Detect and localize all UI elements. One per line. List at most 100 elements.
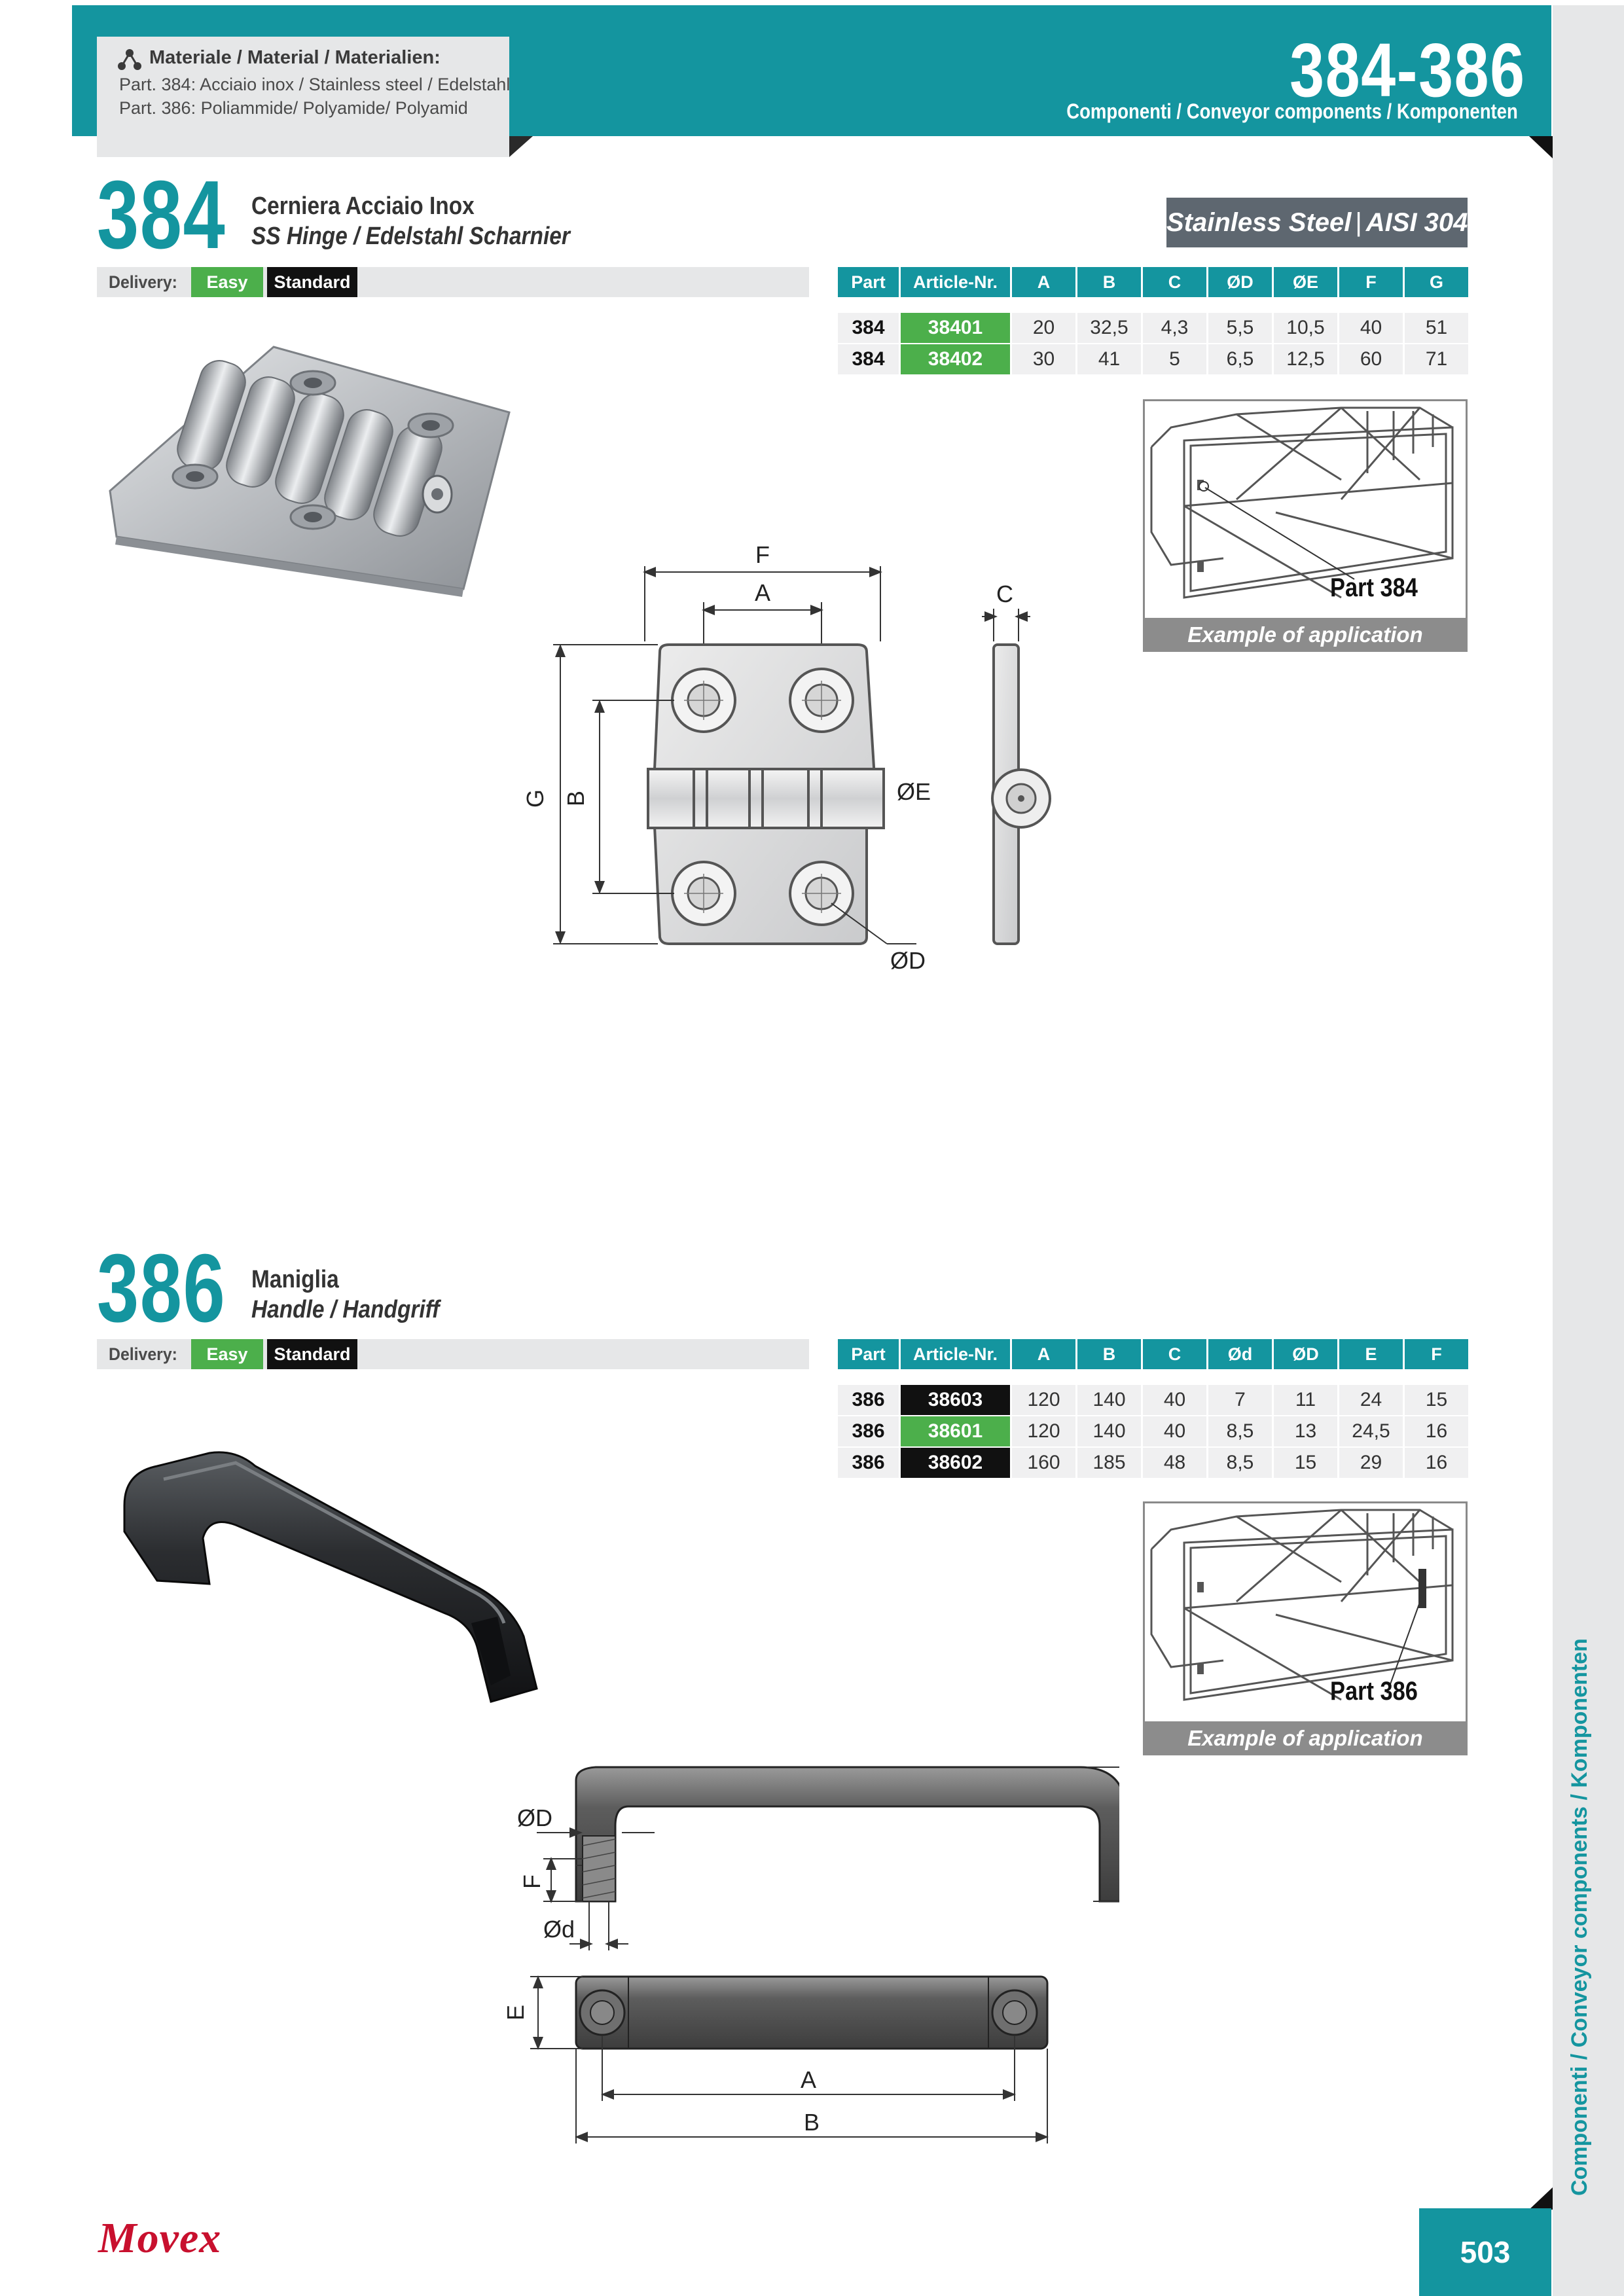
dim-b-label: B <box>562 791 589 806</box>
dim-bigd-label-386: ØD <box>517 1804 552 1831</box>
cell: 13 <box>1274 1416 1339 1446</box>
cell: 11 <box>1274 1385 1339 1415</box>
material-icon <box>118 49 141 70</box>
cell: 4,3 <box>1143 313 1208 343</box>
material-line-384: Part. 384: Acciaio inox / Stainless stee… <box>119 75 511 94</box>
cell: 185 <box>1077 1448 1143 1478</box>
delivery-standard-384: Standard <box>267 267 357 297</box>
col-d-small: Ød <box>1208 1339 1274 1369</box>
cell: 140 <box>1077 1385 1143 1415</box>
part-386-title-en: Handle / Handgriff <box>251 1296 440 1323</box>
header-corner <box>1529 136 1553 158</box>
cell: 32,5 <box>1077 313 1143 343</box>
cell-part: 384 <box>838 344 901 374</box>
cell: 71 <box>1405 344 1470 374</box>
cell: 160 <box>1012 1448 1077 1478</box>
example-part-384: Part 384 <box>1330 573 1418 602</box>
example-box-384 <box>1143 399 1468 652</box>
col-a: A <box>1012 267 1077 297</box>
dim-smalld-label-386: Ød <box>543 1916 575 1943</box>
col-article: Article-Nr. <box>901 267 1012 297</box>
side-strip <box>1553 5 1624 2296</box>
cell: 15 <box>1405 1385 1470 1415</box>
material-box-corner <box>509 136 533 157</box>
delivery-easy-386: Easy <box>191 1339 263 1369</box>
frame-illustration-386 <box>1150 1509 1454 1701</box>
table-386-header: Part Article-Nr. A B C Ød ØD E F <box>838 1339 1470 1369</box>
dim-a-label: A <box>755 579 770 606</box>
cell: 8,5 <box>1208 1416 1274 1446</box>
dim-d-label: ØD <box>890 947 926 974</box>
cell: 5,5 <box>1208 313 1274 343</box>
handle-photo <box>123 1451 538 1703</box>
cell: 40 <box>1143 1385 1208 1415</box>
table-row: 386 38603 120 140 40 7 11 24 15 <box>838 1385 1470 1416</box>
col-c: C <box>1143 1339 1208 1369</box>
delivery-standard-386: Standard <box>267 1339 357 1369</box>
part-384-number: 384 <box>97 161 226 269</box>
table-row: 386 38602 160 185 48 8,5 15 29 16 <box>838 1448 1470 1479</box>
delivery-label-386: Delivery: <box>109 1344 177 1364</box>
col-a: A <box>1012 1339 1077 1369</box>
material-badge-right: AISI 304 <box>1365 208 1468 237</box>
col-g: G <box>1405 267 1470 297</box>
col-article: Article-Nr. <box>901 1339 1012 1369</box>
cell: 6,5 <box>1208 344 1274 374</box>
material-badge-left: Stainless Steel <box>1166 208 1352 237</box>
cell: 140 <box>1077 1416 1143 1446</box>
dim-a-label-386: A <box>801 2066 816 2093</box>
category-subtitle: Componenti / Conveyor components / Kompo… <box>1066 99 1518 123</box>
frame-illustration-384 <box>1150 406 1454 599</box>
material-title: Materiale / Material / Materialien: <box>149 47 441 68</box>
material-badge: Stainless Steel|AISI 304 <box>1166 198 1468 247</box>
cell: 20 <box>1012 313 1077 343</box>
col-b: B <box>1077 1339 1143 1369</box>
cell: 60 <box>1339 344 1405 374</box>
cell: 24 <box>1339 1385 1405 1415</box>
range-title: 384-386 <box>1290 27 1526 113</box>
cell-article: 38402 <box>901 344 1012 374</box>
table-384-header: Part Article-Nr. A B C ØD ØE F G <box>838 267 1470 297</box>
table-384-body: 384 38401 20 32,5 4,3 5,5 10,5 40 51 384… <box>838 313 1470 376</box>
example-caption-384: Example of application <box>1143 618 1468 652</box>
cell-part: 384 <box>838 313 901 343</box>
col-e: E <box>1339 1339 1405 1369</box>
dim-c-label: C <box>996 581 1013 607</box>
part-386-title-it: Maniglia <box>251 1266 339 1293</box>
col-f: F <box>1405 1339 1470 1369</box>
delivery-label-384: Delivery: <box>109 272 177 292</box>
table-row: 384 38401 20 32,5 4,3 5,5 10,5 40 51 <box>838 313 1470 344</box>
cell: 15 <box>1274 1448 1339 1478</box>
handle-technical-drawing: C ØD F Ød E A B <box>504 1766 1119 2144</box>
sidebar-vertical-text: Componenti / Conveyor components / Kompo… <box>1567 1638 1592 2196</box>
part-384-title-en: SS Hinge / Edelstahl Scharnier <box>251 223 570 250</box>
dim-g-label: G <box>524 789 549 808</box>
col-d: ØD <box>1208 267 1274 297</box>
cell-article: 38602 <box>901 1448 1012 1478</box>
cell: 120 <box>1012 1416 1077 1446</box>
cell: 40 <box>1143 1416 1208 1446</box>
material-line-386: Part. 386: Poliammide/ Polyamide/ Polyam… <box>119 98 468 118</box>
cell: 120 <box>1012 1385 1077 1415</box>
movex-logo: Movex <box>98 2214 222 2262</box>
cell: 41 <box>1077 344 1143 374</box>
col-f: F <box>1339 267 1405 297</box>
part-384-title-it: Cerniera Acciaio Inox <box>251 192 475 220</box>
cell: 30 <box>1012 344 1077 374</box>
dim-e-label-386: E <box>504 2005 529 2020</box>
col-e: ØE <box>1274 267 1339 297</box>
dim-f-label-386: F <box>518 1874 545 1889</box>
cell: 16 <box>1405 1448 1470 1478</box>
cell-article: 38401 <box>901 313 1012 343</box>
material-box <box>97 37 509 157</box>
cell: 48 <box>1143 1448 1208 1478</box>
cell: 24,5 <box>1339 1416 1405 1446</box>
col-part: Part <box>838 1339 901 1369</box>
cell: 12,5 <box>1274 344 1339 374</box>
cell-part: 386 <box>838 1385 901 1415</box>
dim-b-label-386: B <box>804 2109 820 2136</box>
col-part: Part <box>838 267 901 297</box>
cell: 10,5 <box>1274 313 1339 343</box>
cell: 29 <box>1339 1448 1405 1478</box>
example-box-386 <box>1143 1501 1468 1754</box>
